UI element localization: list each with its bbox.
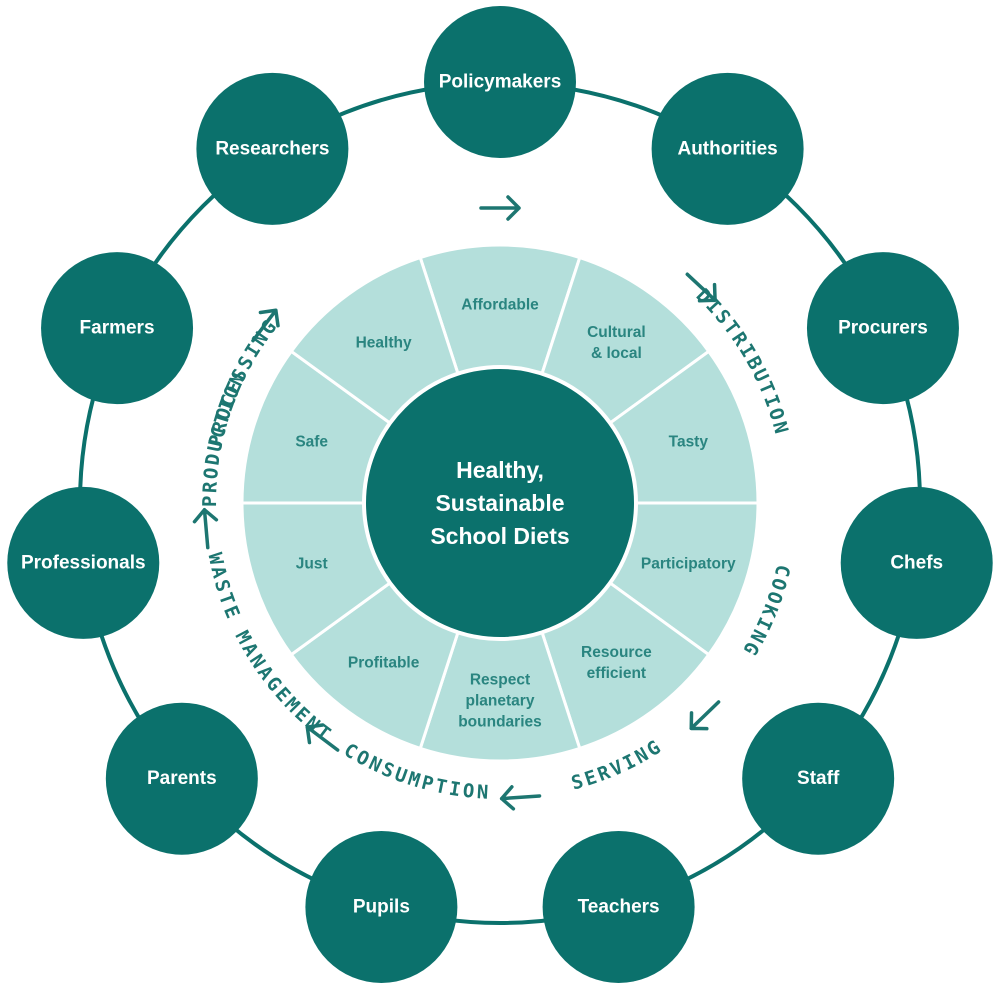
stakeholder-circle xyxy=(742,702,895,855)
stage-arrows xyxy=(192,195,721,811)
principle-label: Cultural & local xyxy=(587,324,646,362)
principle-label: Participatory xyxy=(641,556,736,573)
principle-label: Tasty xyxy=(669,433,709,450)
stakeholder-label: Staff xyxy=(797,768,840,789)
arrow-down-left-icon xyxy=(499,785,542,811)
stakeholder-node: Farmers xyxy=(41,252,194,405)
center-circle xyxy=(362,365,638,641)
principle-label-line: Tasty xyxy=(669,433,709,450)
principle-label-line: Participatory xyxy=(641,556,736,573)
stakeholder-nodes: PolicymakersAuthoritiesProcurersChefsSta… xyxy=(7,6,993,983)
principle-label-line: boundaries xyxy=(458,714,542,731)
principle-label: Safe xyxy=(295,433,328,450)
stakeholder-label: Teachers xyxy=(578,896,660,917)
principle-label-line: & local xyxy=(591,345,642,362)
principle-label-line: Just xyxy=(296,556,328,573)
stakeholder-label: Pupils xyxy=(353,896,410,917)
stakeholder-node: Chefs xyxy=(840,486,993,639)
arrow-down-icon xyxy=(689,700,721,731)
stakeholder-label: Authorities xyxy=(677,138,777,159)
stakeholder-circle xyxy=(424,6,576,158)
stakeholder-circle xyxy=(651,72,804,225)
stakeholder-label: Professionals xyxy=(21,552,146,573)
arrow-right-icon xyxy=(479,195,521,221)
stakeholder-node: Researchers xyxy=(196,72,349,225)
stakeholder-node: Authorities xyxy=(651,72,804,225)
stakeholder-node: Parents xyxy=(105,702,258,855)
stakeholder-label: Parents xyxy=(147,768,217,789)
stakeholder-label: Researchers xyxy=(215,138,329,159)
stakeholder-circle xyxy=(7,486,160,639)
arrow-down-right-icon xyxy=(685,272,717,303)
stakeholder-node: Staff xyxy=(742,702,895,855)
principle-label-line: Safe xyxy=(295,433,328,450)
stakeholder-node: Policymakers xyxy=(424,6,576,158)
center-title-line: School Diets xyxy=(430,523,569,549)
principle-label: Just xyxy=(296,556,328,573)
principle-label-line: Cultural xyxy=(587,324,646,341)
principle-label-line: planetary xyxy=(466,693,535,710)
stakeholder-node: Professionals xyxy=(7,486,160,639)
stakeholder-circle xyxy=(196,72,349,225)
principle-label-line: Profitable xyxy=(348,655,420,672)
stakeholder-circle xyxy=(542,830,695,983)
principle-label-line: efficient xyxy=(587,665,646,682)
center-title-line: Sustainable xyxy=(435,490,564,516)
principle-label: Affordable xyxy=(461,297,539,314)
stakeholder-circle xyxy=(305,830,458,983)
stakeholder-label: Chefs xyxy=(890,552,943,573)
stakeholder-circle xyxy=(105,702,258,855)
stakeholder-node: Teachers xyxy=(542,830,695,983)
principle-label-line: Resource xyxy=(581,644,652,661)
stakeholder-node: Pupils xyxy=(305,830,458,983)
stakeholder-label: Policymakers xyxy=(439,72,562,93)
principle-label-line: Affordable xyxy=(461,297,539,314)
stakeholder-circle xyxy=(806,252,959,405)
arrow-left-icon xyxy=(305,723,340,752)
stakeholder-label: Procurers xyxy=(838,318,928,339)
principle-label: Resource efficient xyxy=(581,644,652,682)
principle-label: Respect planetary boundaries xyxy=(458,672,542,731)
center-title-line: Healthy, xyxy=(456,457,544,483)
stakeholder-circle xyxy=(41,252,194,405)
principle-label: Healthy xyxy=(356,334,412,351)
stakeholder-circle xyxy=(840,486,993,639)
principle-label-line: Respect xyxy=(470,672,530,689)
principle-label: Profitable xyxy=(348,655,420,672)
principle-label-line: Healthy xyxy=(356,334,412,351)
arrow-up-right-icon xyxy=(251,308,280,343)
stakeholder-label: Farmers xyxy=(80,318,155,339)
arrow-up-icon xyxy=(192,508,219,550)
stakeholder-node: Procurers xyxy=(806,252,959,405)
